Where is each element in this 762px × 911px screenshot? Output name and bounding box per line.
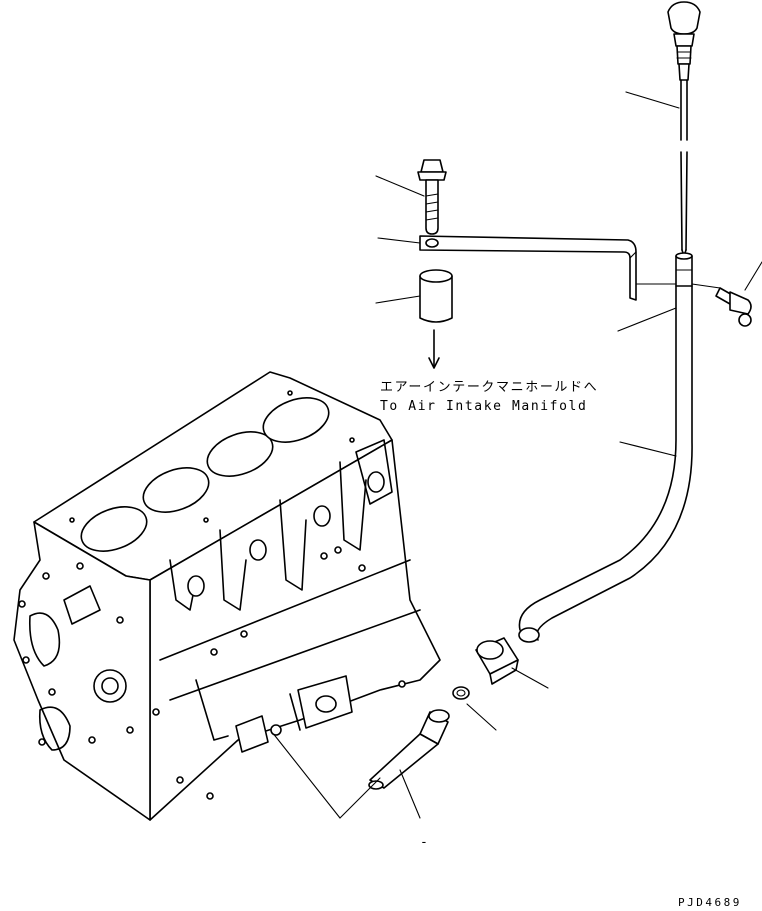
callout-dash: -: [420, 835, 429, 850]
leader-tube-lower: [619, 441, 677, 457]
leader-dipstick: [625, 91, 680, 109]
leader-o-ring: [466, 703, 497, 731]
cylinder-block[interactable]: [13, 371, 441, 821]
bracket[interactable]: [419, 235, 637, 301]
destination-label-en: To Air Intake Manifold: [380, 399, 587, 414]
destination-label-jp: エアーインテークマニホールドへ: [380, 380, 598, 395]
leader-tube-upper: [617, 307, 677, 332]
o-ring[interactable]: [452, 686, 470, 700]
adapter[interactable]: [475, 637, 519, 685]
leader-lower-pipe: [399, 769, 421, 819]
leader-block-a: [271, 731, 341, 819]
lower-guide-pipe[interactable]: [368, 709, 450, 790]
direction-arrow: [428, 329, 440, 369]
leader-spacer: [375, 295, 421, 304]
leader-clamp-bolt: [744, 261, 762, 291]
clamp-bolt[interactable]: [715, 287, 752, 327]
leader-bracket: [377, 237, 421, 244]
drawing-code: PJD4689: [678, 896, 742, 909]
bolt[interactable]: [417, 159, 447, 235]
leader-adapter: [511, 667, 549, 689]
gauge-guide-tube[interactable]: [518, 252, 693, 643]
spacer-collar[interactable]: [419, 269, 453, 323]
dipstick-gauge[interactable]: [667, 1, 701, 257]
leader-block-b: [339, 777, 381, 819]
leader-bolt: [375, 175, 425, 197]
